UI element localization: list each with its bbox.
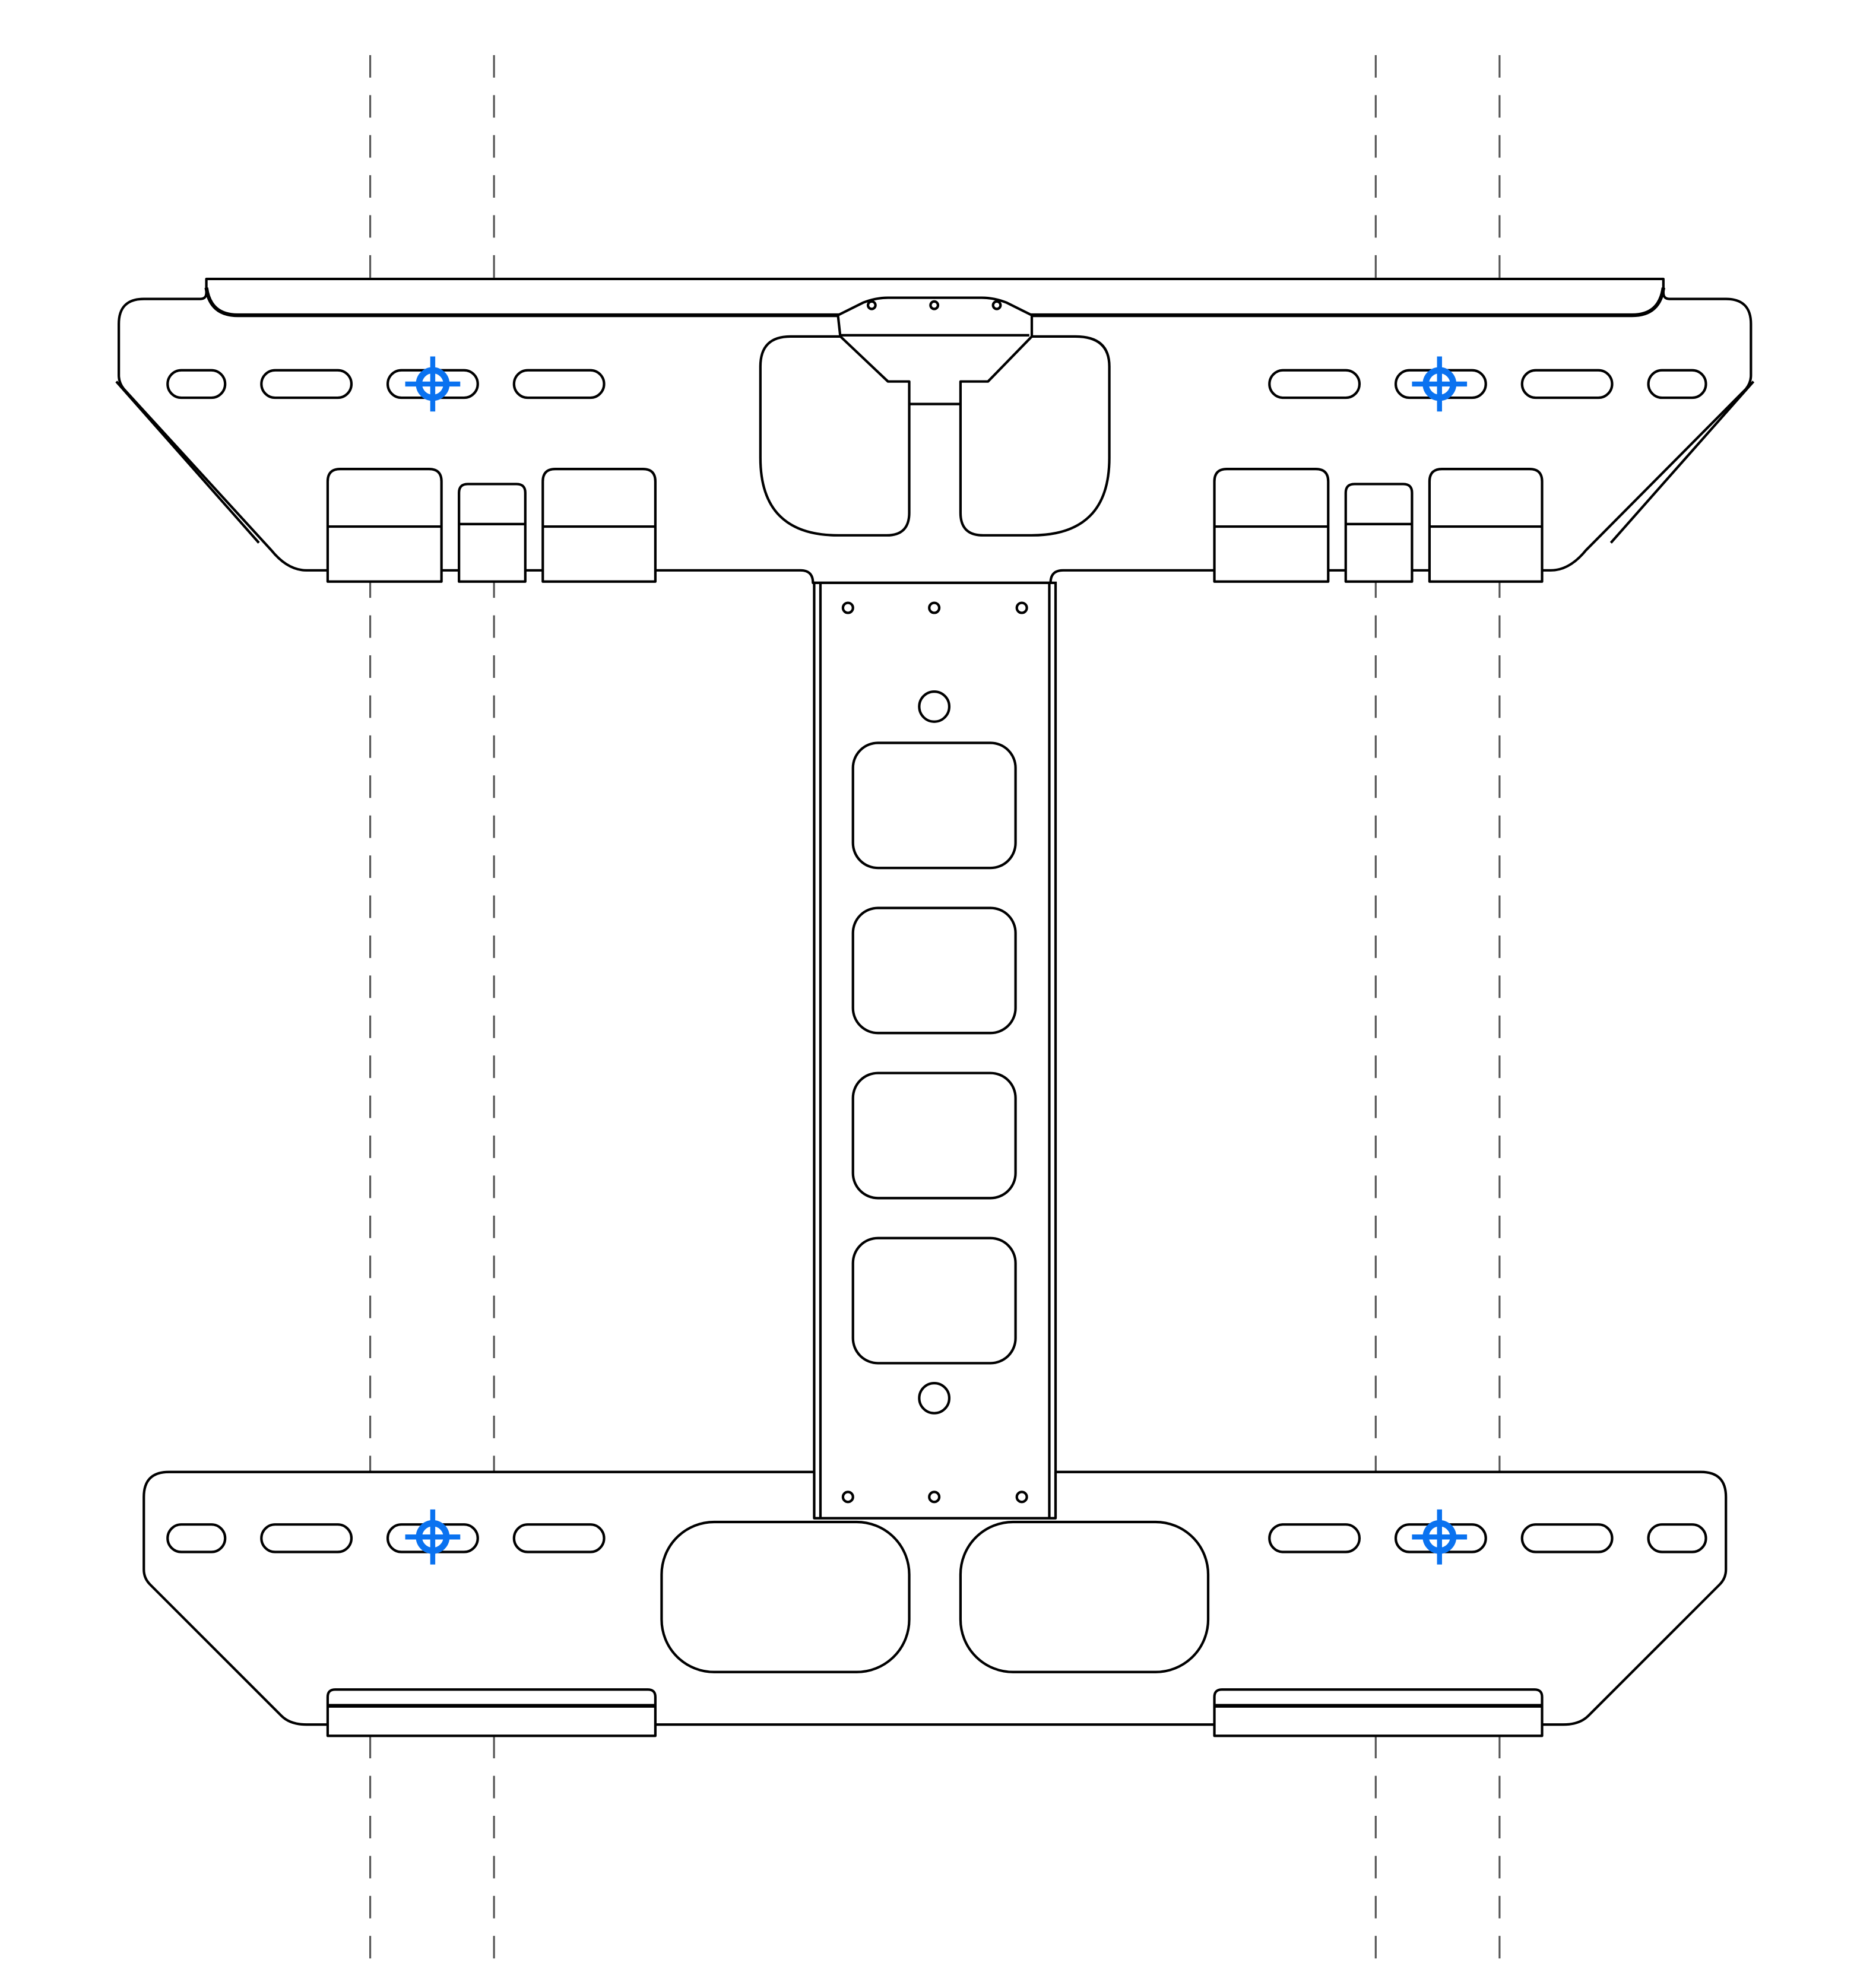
spine-window xyxy=(851,741,1017,870)
slot xyxy=(260,369,353,399)
slot xyxy=(1520,1523,1614,1553)
top-hinge-hole xyxy=(929,300,940,310)
top-hinge-hole xyxy=(866,300,877,310)
bottom-flange xyxy=(326,1688,657,1737)
top-plate-right-bevel xyxy=(1609,380,1755,544)
slot xyxy=(512,369,606,399)
spine-round-hole xyxy=(918,690,951,723)
slot xyxy=(1520,369,1614,399)
spine-window xyxy=(851,1236,1017,1365)
spine-window xyxy=(851,906,1017,1035)
slot xyxy=(166,369,227,399)
top-plate xyxy=(115,277,1755,584)
bottom-cutout-left xyxy=(660,1520,911,1673)
slot xyxy=(512,1523,606,1553)
crosshair-target-icon xyxy=(1412,1509,1468,1565)
top-tab xyxy=(1213,468,1330,583)
spine-screw-hole xyxy=(1015,601,1028,614)
crosshair-target-icon xyxy=(405,356,461,412)
top-tab xyxy=(1428,468,1544,583)
slot xyxy=(260,1523,353,1553)
slot xyxy=(1268,1523,1361,1553)
spine-screw-hole xyxy=(928,1491,941,1504)
slot xyxy=(1268,369,1361,399)
top-tab xyxy=(541,468,657,583)
slot xyxy=(1647,1523,1707,1553)
top-cutout-left xyxy=(759,335,911,537)
mounting-targets xyxy=(405,356,1468,1565)
spine-screw-hole xyxy=(841,601,854,614)
spine-outline xyxy=(813,581,1057,1520)
top-tab xyxy=(1344,483,1414,583)
top-hinge-hole xyxy=(991,300,1002,310)
spine-screw-hole xyxy=(928,601,941,614)
crosshair-target-icon xyxy=(405,1509,461,1565)
bottom-cutout-right xyxy=(959,1520,1210,1673)
spine-round-hole xyxy=(918,1382,951,1415)
top-tab xyxy=(326,468,443,583)
slot xyxy=(166,1523,227,1553)
spine-screw-hole xyxy=(1015,1491,1028,1504)
crosshair-target-icon xyxy=(1412,356,1468,412)
bottom-plate xyxy=(142,1470,1728,1737)
top-tab xyxy=(458,483,527,583)
spine xyxy=(813,581,1057,1520)
slot xyxy=(1647,369,1707,399)
spine-screw-hole xyxy=(841,1491,854,1504)
spine-window xyxy=(851,1071,1017,1200)
bottom-flange xyxy=(1213,1688,1544,1737)
top-cutout-right xyxy=(959,335,1111,537)
top-plate-left-bevel xyxy=(115,380,260,544)
